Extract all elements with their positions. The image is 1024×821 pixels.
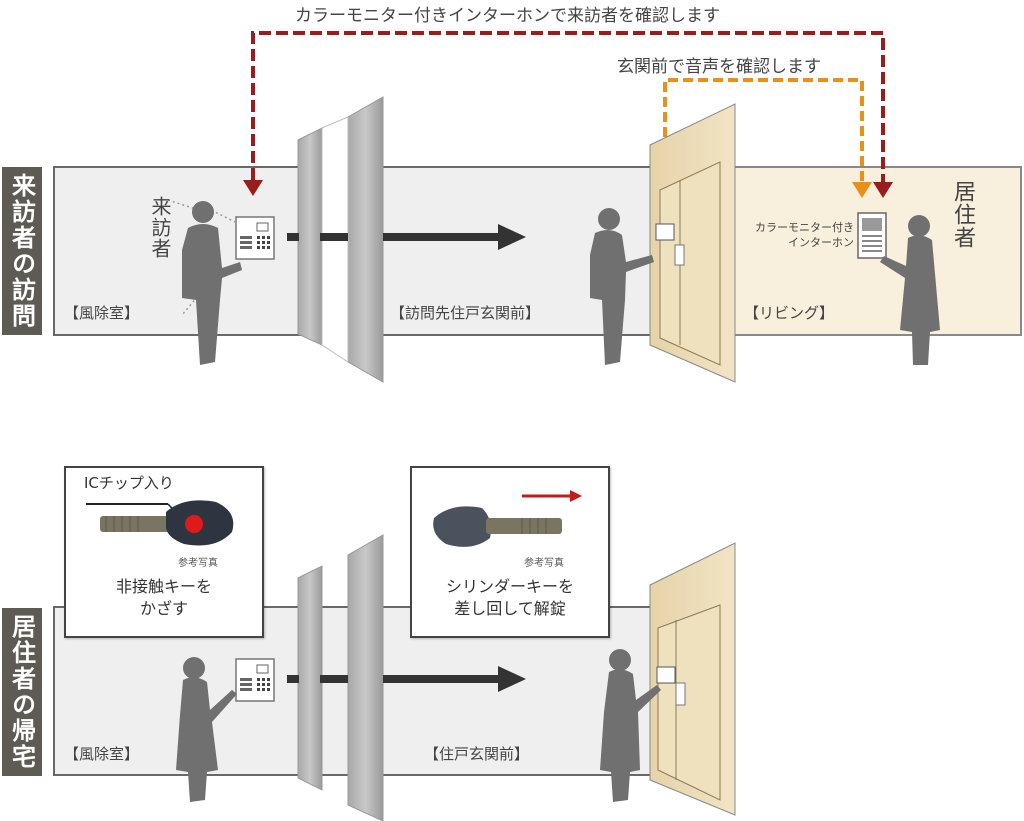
- flow-arrow-resident: [287, 666, 526, 692]
- monitor-route-dashed: [251, 31, 885, 182]
- ic-chip-icon: [185, 515, 203, 533]
- color-monitor-intercom-icon: [857, 212, 887, 259]
- cylinder-key-image: [433, 490, 582, 547]
- resident-at-door-silhouette: [600, 649, 661, 802]
- room-label-windbreak-resident: 【風除室】: [64, 745, 140, 763]
- turn-direction-arrow: [570, 490, 582, 502]
- room-label-living: 【リビング】: [744, 304, 835, 322]
- visitor-silhouette: [182, 201, 242, 365]
- room-label-visit-entrance: 【訪問先住戸玄関前】: [390, 304, 541, 322]
- intercom-label-line1: カラーモニター付き: [755, 221, 854, 234]
- room-label-windbreak-visitor: 【風除室】: [64, 304, 140, 322]
- visitor-at-door-silhouette: [590, 208, 654, 365]
- ic-key-caption-line2: かざす: [139, 599, 188, 618]
- ic-key-card: ICチップ入り 参考写真 非接触キーを かざす: [64, 466, 264, 638]
- ic-key-image: [86, 500, 234, 546]
- ic-chip-label: ICチップ入り: [84, 474, 174, 492]
- monitor-confirm-annotation: カラーモニター付きインターホンで来訪者を確認します: [295, 6, 720, 26]
- entrance-door-resident: [649, 542, 736, 816]
- resident-living-silhouette: [880, 215, 940, 365]
- room-label-home-entrance: 【住戸玄関前】: [424, 745, 530, 763]
- side-tab-resident-label: 居住者の帰宅: [7, 614, 36, 770]
- monitor-arrow-head-left: [243, 180, 263, 196]
- intercom-label: カラーモニター付き インターホン: [738, 220, 854, 250]
- flow-arrow-visitor: [287, 224, 526, 250]
- ic-key-caption-line1: 非接触キーを: [115, 577, 212, 596]
- auto-door-2: [297, 534, 384, 821]
- voice-arrow-head-right: [852, 182, 872, 198]
- resident-label: 居住者: [950, 180, 975, 249]
- entrance-door-visitor: [649, 103, 736, 383]
- side-tab-visitor: 来訪者の訪問: [2, 167, 42, 335]
- cylinder-key-caption-line2: 差し回して解錠: [454, 599, 566, 618]
- visitor-label: 来訪者: [148, 196, 172, 259]
- ic-key-photo-note: 参考写真: [178, 558, 218, 569]
- cylinder-key-photo-note: 参考写真: [524, 558, 564, 569]
- side-tab-visitor-label: 来訪者の訪問: [7, 173, 36, 329]
- intercom-label-line2: インターホン: [788, 236, 854, 249]
- lobby-intercom-icon-1: [235, 216, 275, 260]
- lobby-intercom-icon-2: [235, 658, 275, 702]
- voice-confirm-annotation: 玄関前で音声を確認します: [617, 57, 821, 77]
- monitor-arrow-head-right: [873, 182, 893, 198]
- voice-route-dashed: [663, 78, 864, 182]
- resident-return-silhouette: [176, 657, 237, 802]
- side-tab-resident: 居住者の帰宅: [2, 608, 42, 776]
- cylinder-key-caption-line1: シリンダーキーを: [445, 577, 574, 596]
- cylinder-key-card: 参考写真 シリンダーキーを 差し回して解錠: [410, 466, 610, 638]
